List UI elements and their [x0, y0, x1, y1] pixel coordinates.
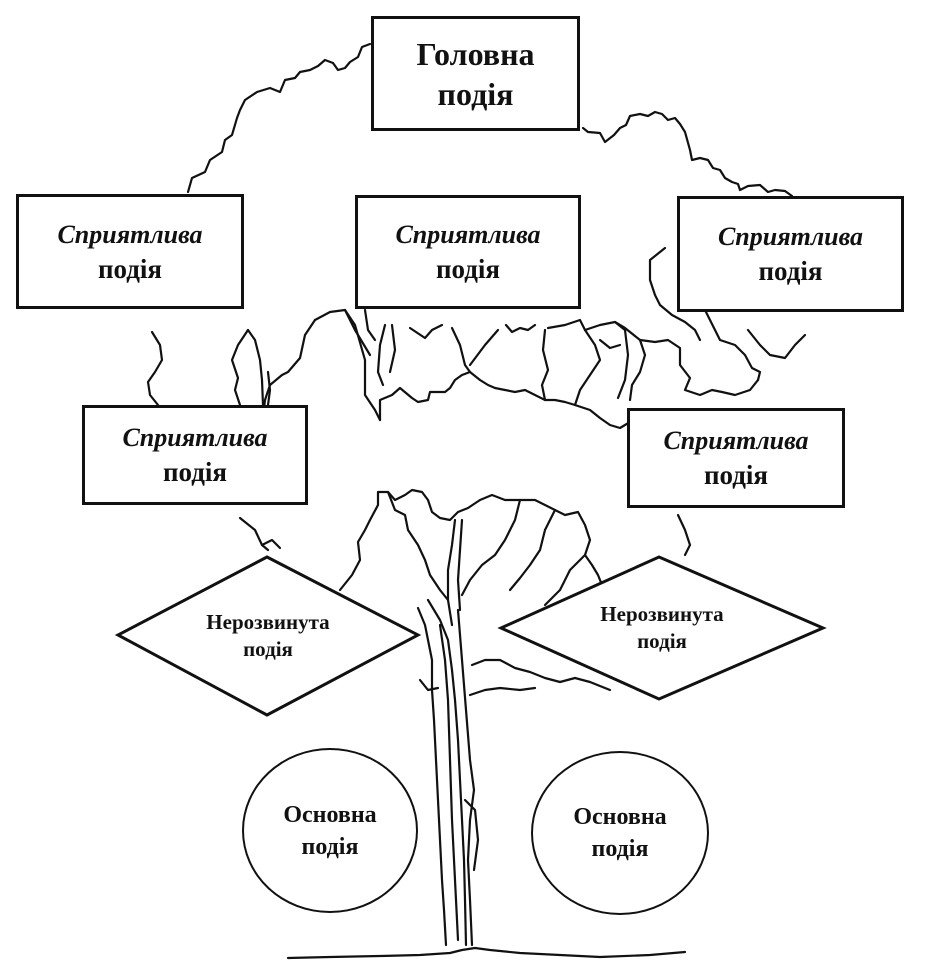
undeveloped-event-label-line2: подія: [637, 629, 687, 653]
favorable-event-label-line2: подія: [97, 253, 163, 284]
undeveloped-event-label-line1: Нерозвинута: [600, 602, 724, 626]
ground-line: [286, 946, 687, 960]
tree-trunk: [416, 606, 448, 947]
basic-event-circle: Основна подія: [242, 748, 418, 913]
favorable-event-box: Сприятлива подія: [677, 196, 904, 312]
basic-event-circle: Основна подія: [531, 751, 709, 915]
favorable-event-label-line1: Сприятлива: [122, 423, 268, 452]
favorable-event-box: Сприятлива подія: [627, 408, 845, 508]
diamond-shape: [497, 555, 827, 701]
undeveloped-event-label-line1: Нерозвинута: [206, 610, 330, 634]
favorable-event-label-line2: подія: [703, 460, 769, 490]
basic-event-label-line2: подія: [301, 833, 359, 860]
favorable-event-label-line1: Сприятлива: [57, 219, 203, 249]
basic-event-label-line1: Основна: [573, 804, 667, 830]
undeveloped-event-diamond: Нерозвинута подія: [497, 555, 827, 701]
favorable-event-label-line2: подія: [758, 256, 823, 286]
canopy-lower: [338, 488, 604, 592]
favorable-event-box: Сприятлива подія: [16, 194, 244, 309]
main-event-label-line2: подія: [437, 75, 514, 112]
favorable-event-box: Сприятлива подія: [82, 405, 308, 505]
canopy-outline-right: [581, 110, 794, 198]
favorable-event-label-line1: Сприятлива: [663, 426, 809, 455]
favorable-event-label-line2: подія: [162, 457, 228, 487]
favorable-event-box: Сприятлива подія: [355, 195, 581, 309]
favorable-event-label-line1: Сприятлива: [717, 222, 864, 251]
diamond-shape: [114, 555, 422, 717]
undeveloped-event-label-line2: подія: [243, 637, 293, 661]
favorable-event-label-line2: подія: [435, 254, 501, 284]
canopy-outline-left: [186, 42, 372, 194]
canopy-middle: [260, 318, 317, 427]
favorable-event-label-line1: Сприятлива: [395, 220, 541, 249]
main-event-box: Головна подія: [371, 16, 580, 131]
basic-event-label-line1: Основна: [283, 801, 377, 828]
undeveloped-event-diamond: Нерозвинута подія: [114, 555, 422, 717]
main-event-label-line1: Головна: [416, 35, 535, 72]
basic-event-label-line2: подія: [591, 836, 649, 862]
